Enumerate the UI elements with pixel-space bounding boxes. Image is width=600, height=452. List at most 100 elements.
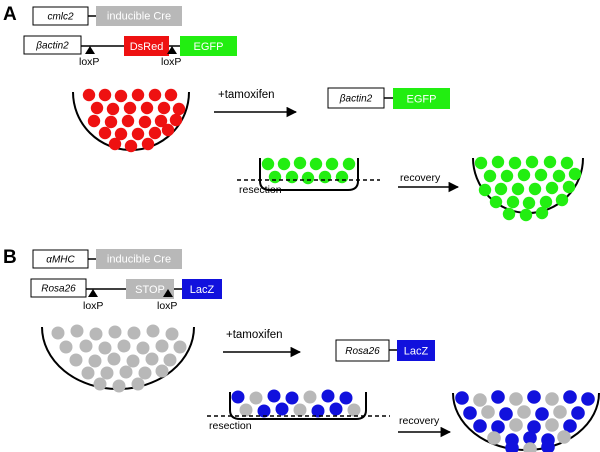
cassette-lacz-recombined	[397, 340, 435, 361]
cell-dot	[523, 431, 537, 445]
cell-dot	[541, 440, 555, 452]
cell-dot	[481, 405, 495, 419]
cell-dot	[491, 155, 505, 169]
cell-dot	[81, 366, 95, 380]
cassette-egfp-recombined	[393, 88, 450, 109]
cell-dot	[329, 402, 343, 416]
cell-dot	[268, 170, 282, 184]
panel-a-construct-recombined: βactin2 EGFP	[327, 87, 450, 109]
cell-dot	[511, 182, 525, 196]
cassette-label-cre-b: inducible Cre	[107, 254, 171, 266]
cell-dot	[494, 182, 508, 196]
cell-dot	[169, 113, 183, 127]
cell-dot	[163, 353, 177, 367]
cell-dot	[474, 156, 488, 170]
resection-label-a: resection	[239, 184, 282, 196]
cell-dot	[104, 115, 118, 129]
cell-dot	[106, 102, 120, 116]
cell-dot	[347, 403, 361, 417]
cell-dot	[124, 139, 138, 153]
cell-dot	[164, 88, 178, 102]
cassette-label-stop: STOP	[135, 284, 165, 296]
promoter-label-bactin2: βactin2	[35, 41, 69, 52]
cell-dot	[285, 170, 299, 184]
cassette-inducible-cre	[96, 6, 182, 26]
panel-b-heart-initial	[41, 324, 195, 393]
cell-dot	[267, 389, 281, 403]
panel-b: B αMHC inducible Cre Rosa26 STOP LacZ lo…	[3, 247, 600, 452]
cell-dot	[557, 430, 571, 444]
cell-dot	[51, 326, 65, 340]
cell-dot	[508, 156, 522, 170]
cell-dot	[545, 181, 559, 195]
cell-dot	[491, 390, 505, 404]
cell-dot	[535, 407, 549, 421]
cassette-label-lacz-recombined: LacZ	[404, 346, 429, 358]
cell-dot	[131, 88, 145, 102]
cell-dot	[473, 393, 487, 407]
panel-a-label: A	[3, 4, 17, 25]
cell-dot	[571, 406, 585, 420]
cell-dot	[131, 377, 145, 391]
cell-dot	[173, 340, 187, 354]
cell-dot	[127, 326, 141, 340]
promoter-label-rosa26-recombined: Rosa26	[345, 346, 380, 357]
cell-dot	[552, 169, 566, 183]
cell-dot	[114, 89, 128, 103]
loxp-label-left: loxP	[79, 56, 99, 68]
panel-b-heart-recovered	[452, 390, 600, 452]
cell-dot	[82, 88, 96, 102]
cell-dot	[581, 392, 595, 406]
loxp-label-right: loxP	[161, 56, 181, 68]
heart-outline-resected-b	[229, 392, 367, 420]
cassette-egfp	[180, 36, 237, 56]
cell-dot	[112, 379, 126, 393]
cell-dot	[172, 102, 186, 116]
cell-dot	[114, 127, 128, 141]
cell-dot	[98, 341, 112, 355]
cell-dot	[141, 137, 155, 151]
cell-dot	[563, 390, 577, 404]
cell-dot	[505, 441, 519, 452]
cell-dot	[519, 208, 533, 222]
cell-dot	[293, 156, 307, 170]
cell-dot	[123, 101, 137, 115]
cell-cluster-red	[82, 88, 186, 153]
cell-dot	[491, 420, 505, 434]
loxp-label-right-b: loxP	[157, 300, 177, 312]
resection-label-b: resection	[209, 420, 252, 432]
panel-a: A cmlc2 inducible Cre βactin2 DsRed EGFP…	[3, 4, 584, 222]
cell-dot	[500, 169, 514, 183]
promoter-box-bactin2	[23, 35, 82, 55]
panel-a-heart-initial	[72, 88, 190, 153]
panel-b-label: B	[3, 247, 17, 268]
loxp-triangle-icon	[85, 46, 95, 54]
cell-cluster-mixed-recovered	[455, 390, 595, 452]
cell-dot	[136, 341, 150, 355]
cell-dot	[285, 391, 299, 405]
cell-dot	[249, 391, 263, 405]
cell-dot	[98, 88, 112, 102]
cell-dot	[108, 325, 122, 339]
tamoxifen-label-a: +tamoxifen	[218, 89, 275, 101]
cell-dot	[108, 137, 122, 151]
cell-dot	[145, 352, 159, 366]
cell-dot	[517, 405, 531, 419]
cell-dot	[318, 170, 332, 184]
cell-dot	[473, 419, 487, 433]
cell-dot	[517, 168, 531, 182]
cell-dot	[59, 340, 73, 354]
cell-dot	[231, 390, 245, 404]
cell-dot	[560, 156, 574, 170]
cell-dot	[534, 168, 548, 182]
cell-cluster-green-recovered	[474, 155, 582, 222]
cell-dot	[161, 123, 175, 137]
cell-dot	[553, 405, 567, 419]
cell-dot	[563, 419, 577, 433]
cassette-label-egfp: EGFP	[194, 41, 224, 53]
cell-dot	[311, 404, 325, 418]
cell-dot	[509, 418, 523, 432]
cell-dot	[69, 353, 83, 367]
cell-dot	[489, 195, 503, 209]
cell-dot	[522, 196, 536, 210]
